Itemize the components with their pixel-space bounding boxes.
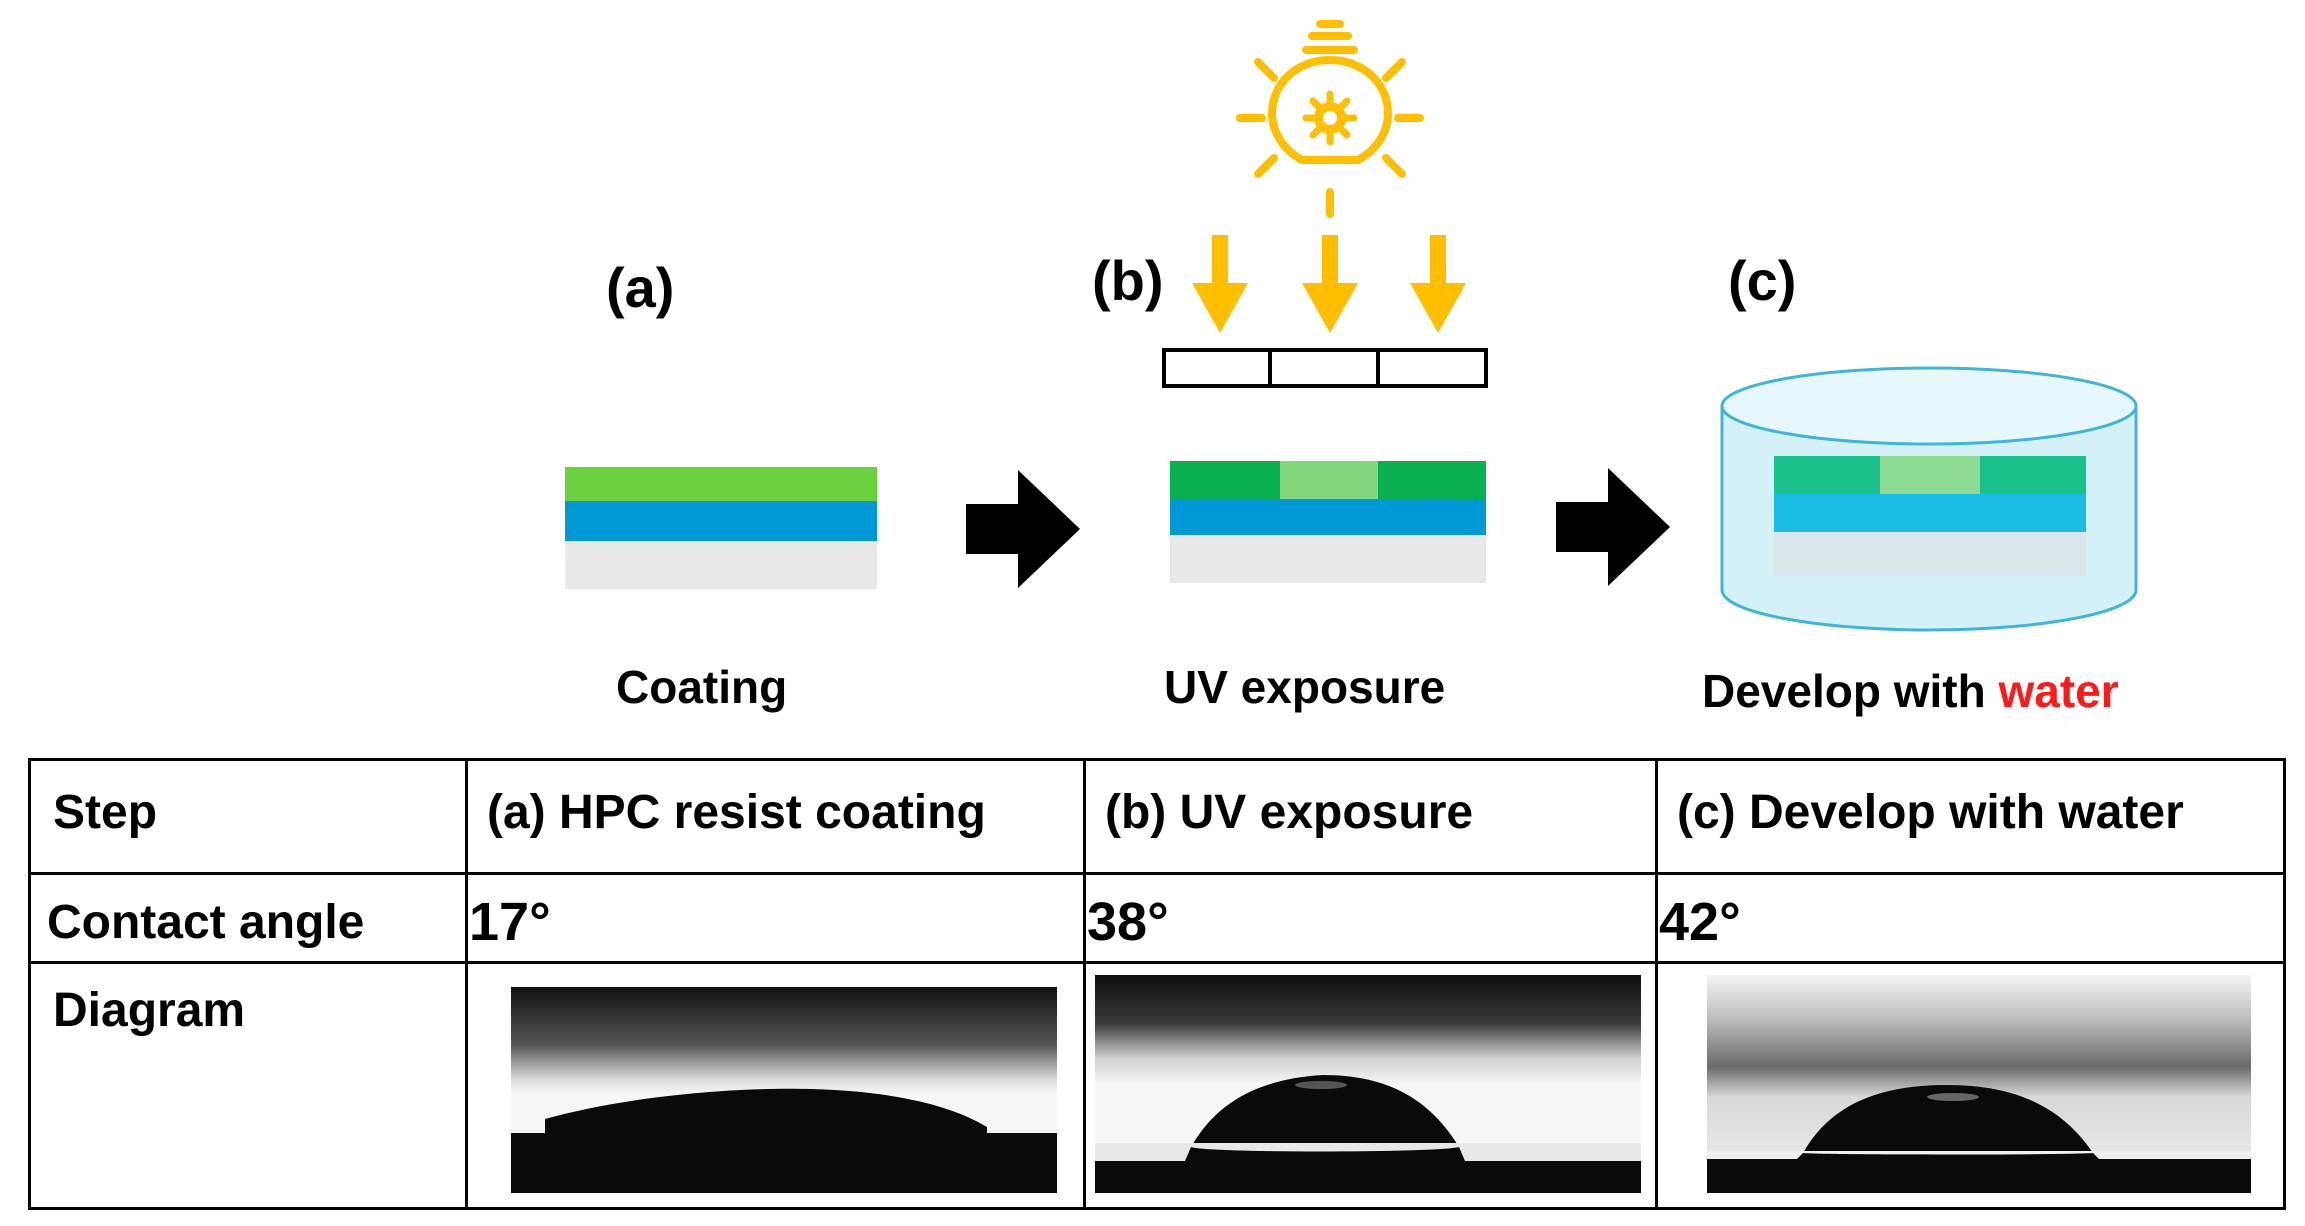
caption-develop-prefix: Develop with — [1702, 665, 1999, 717]
water-beaker — [1720, 366, 2138, 632]
droplet-photo-c — [1707, 975, 2251, 1193]
panel-label-a: (a) — [606, 256, 675, 319]
caption-uv-exposure: UV exposure — [1164, 661, 1446, 713]
droplet-photo-a — [511, 987, 1057, 1193]
contact-angle-a: 17° — [469, 892, 551, 952]
arrow-down-icon — [1410, 235, 1466, 333]
arrow-down-icon — [1302, 235, 1358, 333]
substrate-layer — [1170, 535, 1486, 583]
photomask — [1162, 348, 1488, 388]
step-a: (a) HPC resist coating — [487, 786, 986, 839]
row-header-step: Step — [53, 786, 158, 839]
light-bulb-icon — [1236, 20, 1424, 218]
gear-icon — [1302, 90, 1358, 146]
step-c: (c) Develop with water — [1677, 786, 2184, 839]
row-header-diagram: Diagram — [53, 984, 246, 1037]
panel-label-b: (b) — [1092, 249, 1164, 312]
contact-angle-b: 38° — [1087, 892, 1169, 952]
arrow-right-icon — [966, 470, 1080, 588]
droplet-photo-b — [1095, 975, 1641, 1193]
resist-exposed-region — [1280, 461, 1378, 499]
arrow-right-icon — [1556, 468, 1670, 586]
panel-label-c: (c) — [1728, 249, 1797, 312]
blue-layer — [565, 501, 877, 541]
blue-layer — [1170, 499, 1486, 535]
caption-coating: Coating — [616, 661, 788, 713]
resist-unexposed-right — [1378, 461, 1486, 499]
substrate-layer — [565, 541, 877, 589]
step-b: (b) UV exposure — [1105, 786, 1474, 839]
hpc-resist-layer — [565, 467, 877, 501]
caption-develop-highlight: water — [1998, 665, 2119, 717]
contact-angle-table: Step (a) HPC resist coating (b) UV expos… — [28, 758, 2286, 1210]
arrow-down-icon — [1192, 235, 1248, 333]
row-header-contact-angle: Contact angle — [47, 896, 365, 949]
resist-unexposed-left — [1170, 461, 1280, 499]
contact-angle-c: 42° — [1659, 892, 1741, 952]
caption-develop: Develop with water — [1702, 664, 2119, 718]
